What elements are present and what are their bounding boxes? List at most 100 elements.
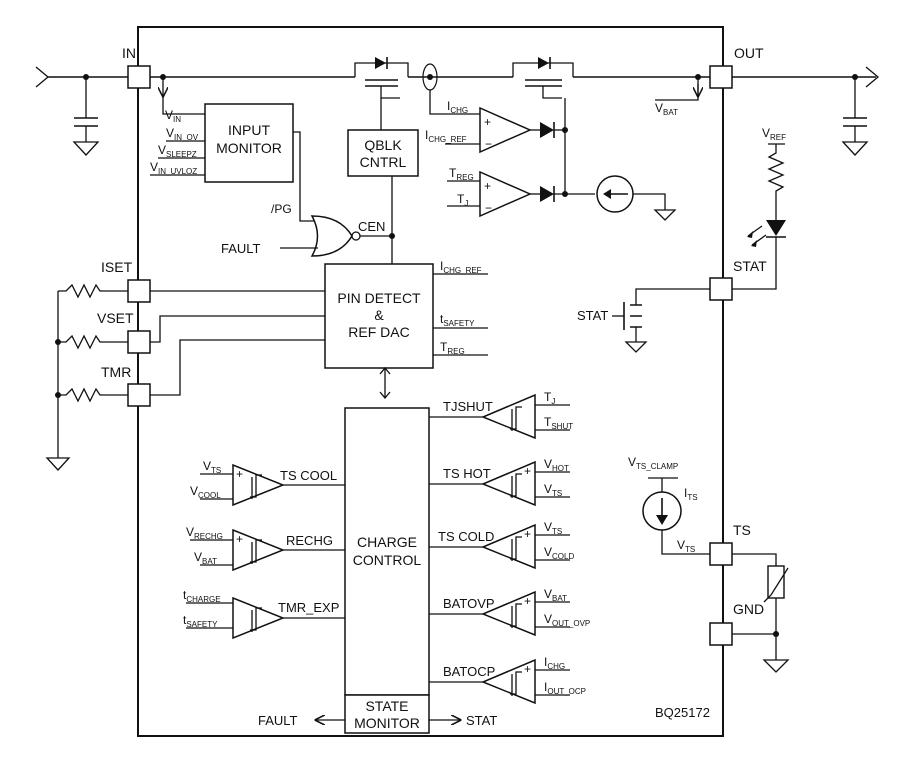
pin-stat: STAT — [709, 258, 767, 301]
vin-uvloz-label: VIN_UVLOZ — [150, 160, 197, 176]
tmr-exp-in2: tSAFETY — [183, 613, 218, 629]
comparator-tmr-exp: tCHARGE tSAFETY TMR_EXP — [183, 588, 345, 640]
input-monitor-title-1: INPUT — [228, 122, 270, 138]
tjshut-in1: TJ — [544, 390, 555, 406]
stat-led-circuit: VREF STAT — [577, 126, 786, 353]
pin-iset-label: ISET — [101, 259, 133, 275]
power-path: VBAT — [35, 63, 880, 156]
vts-clamp-label: VTS_CLAMP — [628, 455, 678, 471]
pin-detect-title-2: & — [374, 307, 384, 323]
comparator-ts-cold: + VTS VCOLD TS COLD — [429, 520, 574, 570]
tmr-exp-in1: tCHARGE — [183, 588, 221, 604]
svg-text:+: + — [524, 464, 531, 478]
state-monitor-block: STATE MONITOR FAULT STAT — [258, 694, 497, 734]
treg-amp-label: TREG — [449, 166, 474, 182]
ts-bias-circuit: VTS_CLAMP ITS VTS — [628, 455, 790, 673]
rechg-in2: VBAT — [194, 550, 217, 566]
pin-detect-block: PIN DETECT & REF DAC ICHG_REF tSAFETY TR… — [150, 259, 488, 400]
ts-hot-in2: VTS — [544, 482, 562, 498]
bias-current-source — [596, 175, 677, 221]
vbat-label: VBAT — [655, 101, 678, 117]
ts-hot-label: TS HOT — [443, 466, 491, 481]
batovp-in1: VBAT — [544, 587, 567, 603]
its-label: ITS — [684, 486, 698, 502]
svg-text:−: − — [485, 201, 492, 215]
vin-ov-label: VIN_OV — [166, 126, 199, 142]
svg-text:+: + — [236, 467, 243, 481]
tjshut-label: TJSHUT — [443, 399, 493, 414]
vin-label: VIN — [165, 108, 181, 124]
pg-label: /PG — [271, 202, 292, 216]
pin-in-label: IN — [122, 45, 136, 61]
comparator-batovp: + VBAT VOUT_OVP BATOVP — [429, 587, 590, 637]
current-amplifier: + − ICHG ICHG_REF — [425, 99, 565, 154]
tsafety-out-label: tSAFETY — [440, 312, 475, 328]
batocp-in2: IOUT_OCP — [544, 680, 586, 696]
ts-cool-in1: VTS — [203, 459, 221, 475]
svg-text:−: − — [485, 137, 492, 151]
pin-vset-label: VSET — [97, 310, 134, 326]
qblk-title-2: CNTRL — [360, 154, 407, 170]
charge-control-title-1: CHARGE — [357, 534, 417, 550]
batovp-label: BATOVP — [443, 596, 495, 611]
qblk-title-1: QBLK — [364, 137, 402, 153]
pin-in: IN — [122, 45, 151, 89]
charge-fet — [512, 57, 574, 99]
charge-control-block: CHARGE CONTROL — [344, 407, 430, 696]
state-monitor-title-2: MONITOR — [354, 715, 420, 731]
nor-gate: /PG FAULT CEN — [221, 131, 395, 257]
ts-cold-in1: VTS — [544, 520, 562, 536]
svg-text:+: + — [524, 594, 531, 608]
comparator-rechg: + VRECHG VBAT RECHG — [186, 525, 345, 572]
pin-stat-label: STAT — [733, 258, 767, 274]
pin-iset: ISET — [101, 259, 151, 303]
svg-text:+: + — [524, 662, 531, 676]
rechg-in1: VRECHG — [186, 525, 223, 541]
part-number-label: BQ25172 — [655, 705, 710, 720]
ts-cool-label: TS COOL — [280, 468, 337, 483]
blocking-fet — [354, 57, 409, 99]
pin-detect-title-3: REF DAC — [348, 324, 409, 340]
treg-out-label: TREG — [440, 340, 465, 356]
stat-fet-label: STAT — [577, 308, 608, 323]
vref-label: VREF — [762, 126, 786, 142]
batocp-in1: ICHG — [544, 655, 565, 671]
pin-gnd: GND — [709, 601, 764, 646]
vts-node-label: VTS — [677, 538, 695, 554]
tmr-exp-label: TMR_EXP — [278, 600, 339, 615]
ts-hot-in1: VHOT — [544, 457, 569, 473]
qblk-block: QBLK CNTRL — [347, 98, 419, 264]
pin-vset: VSET — [97, 310, 151, 354]
batovp-in2: VOUT_OVP — [544, 612, 590, 628]
comparator-tjshut: TJ TSHUT TJSHUT — [429, 390, 573, 440]
pin-detect-title-1: PIN DETECT — [337, 290, 421, 306]
pin-tmr-label: TMR — [101, 364, 131, 380]
ts-cold-in2: VCOLD — [544, 545, 574, 561]
ichg-ref-out-label: ICHG_REF — [440, 259, 482, 275]
tjshut-in2: TSHUT — [544, 415, 573, 431]
comparator-ts-hot: + VHOT VTS TS HOT — [429, 457, 570, 507]
pin-out: OUT — [709, 45, 764, 89]
input-monitor-title-2: MONITOR — [216, 140, 282, 156]
pin-out-label: OUT — [734, 45, 764, 61]
pin-ts: TS — [709, 522, 751, 566]
fault-in-label: FAULT — [221, 241, 261, 256]
svg-text:+: + — [236, 532, 243, 546]
external-resistors — [45, 283, 128, 471]
state-monitor-title-1: STATE — [365, 698, 408, 714]
rechg-label: RECHG — [286, 533, 333, 548]
vsleepz-label: VSLEEPZ — [158, 143, 197, 159]
pin-ts-label: TS — [733, 522, 751, 538]
cen-label: CEN — [358, 219, 385, 234]
svg-text:+: + — [484, 179, 491, 193]
ts-cool-in2: VCOOL — [190, 484, 221, 500]
thermal-amplifier: + − TREG TJ — [447, 98, 595, 218]
ichg-label: ICHG — [447, 99, 468, 115]
fault-out-label: FAULT — [258, 713, 298, 728]
pin-tmr: TMR — [101, 364, 151, 407]
comparator-batocp: + ICHG IOUT_OCP BATOCP — [429, 655, 586, 705]
svg-text:+: + — [524, 527, 531, 541]
pin-gnd-label: GND — [733, 601, 764, 617]
stat-out-label: STAT — [466, 713, 497, 728]
